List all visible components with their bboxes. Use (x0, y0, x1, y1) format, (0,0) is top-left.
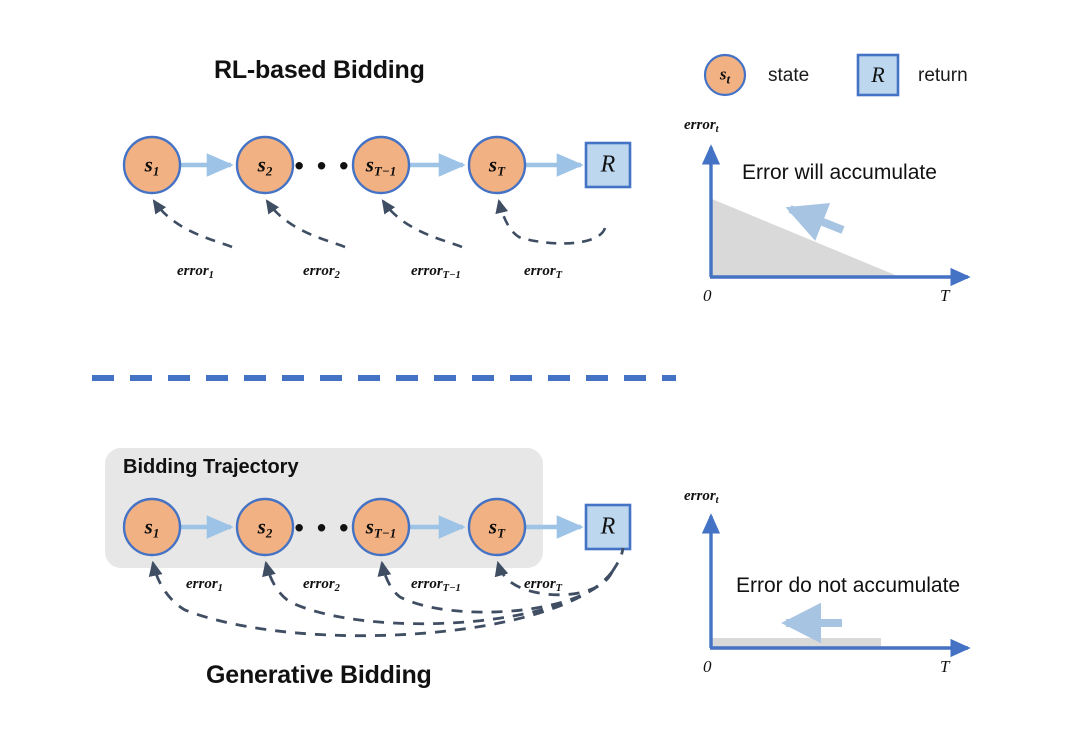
bidding-trajectory-label: Bidding Trajectory (123, 456, 299, 478)
top-return-box (584, 141, 632, 189)
top-node-sT (467, 135, 527, 195)
top-error-label-2: error2 (303, 263, 340, 281)
top-chart-xtick-T: T (940, 286, 950, 305)
bottom-error-label-1: error1 (186, 576, 223, 594)
legend-state-node (703, 53, 747, 97)
legend-return-label: return (918, 65, 968, 86)
top-chart-annotation: Error will accumulate (742, 161, 937, 184)
bottom-ellipsis: • • • (294, 512, 352, 543)
top-chart-area (712, 199, 900, 277)
legend-state-label: state (768, 65, 810, 86)
top-error-label-4: errorT (524, 263, 563, 281)
page-title-generative-bidding: Generative Bidding (206, 661, 432, 689)
top-chart-y-axis-label: errort (684, 117, 719, 135)
bottom-error-label-2: error2 (303, 576, 340, 594)
bottom-node-sT-minus-1 (351, 497, 411, 557)
bottom-panel-graph (105, 448, 632, 638)
bottom-chart-annotation: Error do not accumulate (736, 574, 961, 597)
bottom-error-label-3: errorT−1 (411, 576, 461, 594)
top-chart-xtick-0: 0 (703, 286, 712, 305)
bottom-error-label-4: errorT (524, 576, 563, 594)
bottom-chart-xtick-T: T (940, 657, 950, 676)
top-ellipsis: • • • (294, 150, 352, 181)
bottom-chart-xtick-0: 0 (703, 657, 712, 676)
top-node-sT-minus-1 (351, 135, 411, 195)
top-error-arc-2 (265, 199, 346, 249)
bottom-chart-y-axis-label: errort (684, 488, 719, 506)
top-chart-graphics (701, 144, 971, 287)
bottom-node-s2 (235, 497, 295, 557)
legend-return-box (856, 53, 900, 97)
top-node-s2 (235, 135, 295, 195)
top-error-arc-1 (152, 199, 233, 249)
bottom-error-arc-4 (494, 560, 614, 597)
top-error-label-3: errorT−1 (411, 263, 461, 281)
bottom-chart-graphics (701, 513, 971, 658)
bottom-error-arc-3 (377, 560, 614, 614)
top-error-arc-3 (381, 199, 463, 249)
top-error-arc-4 (495, 198, 607, 245)
top-node-s1 (122, 135, 182, 195)
bottom-error-arc-2 (262, 560, 614, 626)
top-panel-graph (122, 135, 632, 249)
bottom-node-sT (467, 497, 527, 557)
top-chart-trend-arrow (785, 203, 845, 241)
bottom-error-arc-tail (610, 547, 625, 573)
bottom-error-arc-1 (148, 560, 614, 638)
page-title-rl-based-bidding: RL-based Bidding (214, 56, 425, 84)
bottom-node-s1 (122, 497, 182, 557)
top-error-label-1: error1 (177, 263, 214, 281)
bottom-return-box (584, 503, 632, 551)
